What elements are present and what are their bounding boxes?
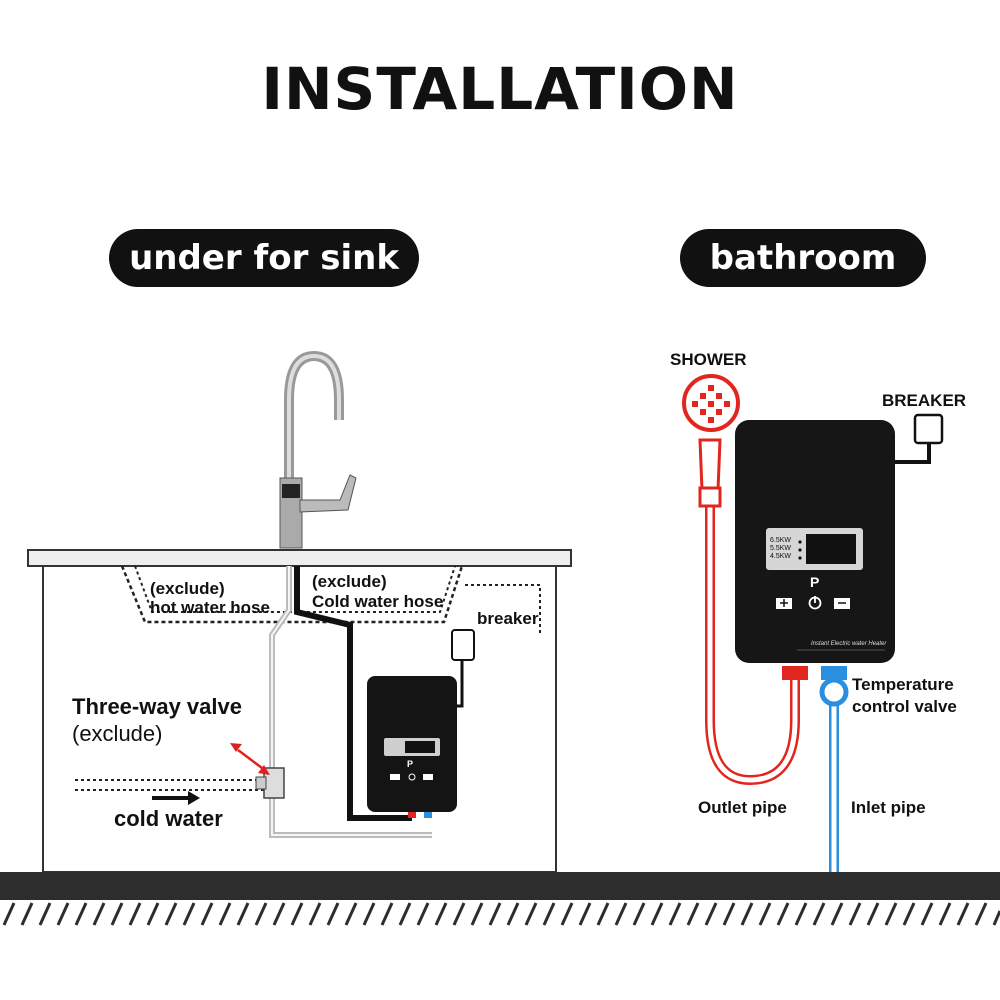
outlet-pipe-label: Outlet pipe bbox=[698, 798, 787, 817]
breaker-box-sink bbox=[451, 629, 475, 661]
cold-water-pipe bbox=[75, 779, 265, 791]
three-way-valve bbox=[255, 767, 285, 799]
floor-hatching bbox=[2, 902, 1000, 926]
floor-bar bbox=[0, 872, 1000, 900]
temperature-control-valve bbox=[819, 677, 849, 707]
section-pill-bathroom-label: bathroom bbox=[709, 238, 897, 278]
heater-bath bbox=[735, 420, 895, 663]
faucet bbox=[279, 350, 357, 549]
heater-power-level-3: 4.5KW bbox=[770, 553, 792, 560]
cold-hose-label-line2: Cold water hose bbox=[312, 592, 444, 611]
shower-head bbox=[682, 374, 740, 508]
inlet-connector bbox=[821, 666, 847, 680]
valve-red-arrow bbox=[230, 743, 270, 775]
section-pill-sink-label: under for sink bbox=[129, 238, 399, 278]
sink-breaker-label: breaker bbox=[477, 609, 539, 628]
shower-label: SHOWER bbox=[670, 350, 747, 369]
temperature-valve-label-line1: Temperature bbox=[852, 675, 954, 694]
heater-sink-p-label: P bbox=[407, 759, 414, 769]
hot-hose-label-line2: hot water hose bbox=[150, 598, 270, 617]
breaker-cable-bath bbox=[895, 443, 931, 464]
heater-power-level-2: 5.5KW bbox=[770, 545, 792, 552]
heater-caption: Instant Electric water Heater bbox=[811, 641, 887, 647]
wall-dotted bbox=[465, 584, 541, 635]
cold-water-hose bbox=[294, 566, 412, 821]
heater-sink bbox=[367, 676, 457, 818]
section-pill-bathroom: bathroom bbox=[680, 229, 926, 287]
bath-breaker-label: BREAKER bbox=[882, 391, 967, 410]
page-title: INSTALLATION bbox=[261, 55, 739, 123]
heater-p-label: P bbox=[810, 574, 820, 590]
cold-water-label: cold water bbox=[114, 806, 223, 831]
sink-basin-outline bbox=[120, 565, 464, 624]
cold-hose-label-line1: (exclude) bbox=[312, 572, 387, 591]
hot-hose-label-line1: (exclude) bbox=[150, 579, 225, 598]
countertop bbox=[27, 549, 572, 567]
valve-label-line2: (exclude) bbox=[72, 721, 163, 746]
heater-power-level-1: 6.5KW bbox=[770, 537, 792, 544]
breaker-box-bath bbox=[913, 413, 944, 445]
temperature-valve-label-line2: control valve bbox=[852, 697, 957, 716]
section-pill-sink: under for sink bbox=[109, 229, 419, 287]
cold-water-flow-arrow bbox=[152, 791, 200, 805]
valve-label-line1: Three-way valve bbox=[72, 694, 242, 719]
inlet-pipe-label: Inlet pipe bbox=[851, 798, 926, 817]
outlet-connector bbox=[782, 666, 808, 680]
